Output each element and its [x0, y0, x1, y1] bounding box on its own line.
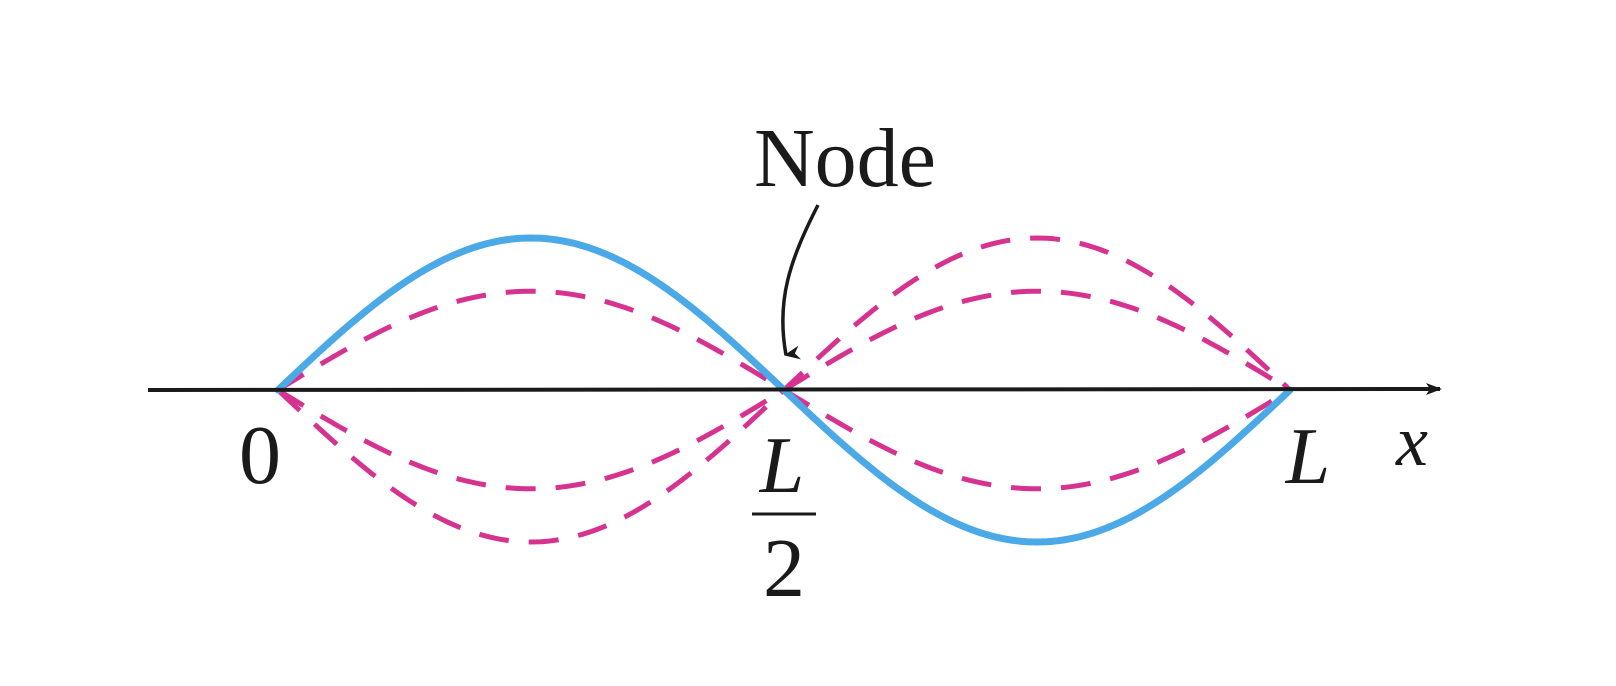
x-axis-label: x: [1395, 401, 1428, 481]
origin-label: 0: [239, 409, 281, 502]
half-length-denominator: 2: [763, 522, 805, 615]
x-axis-line: [147, 383, 1442, 396]
length-label: L: [1285, 413, 1331, 501]
half-length-numerator: L: [759, 422, 805, 510]
node-pointer-arrow: [781, 204, 820, 360]
node-label: Node: [754, 112, 936, 205]
